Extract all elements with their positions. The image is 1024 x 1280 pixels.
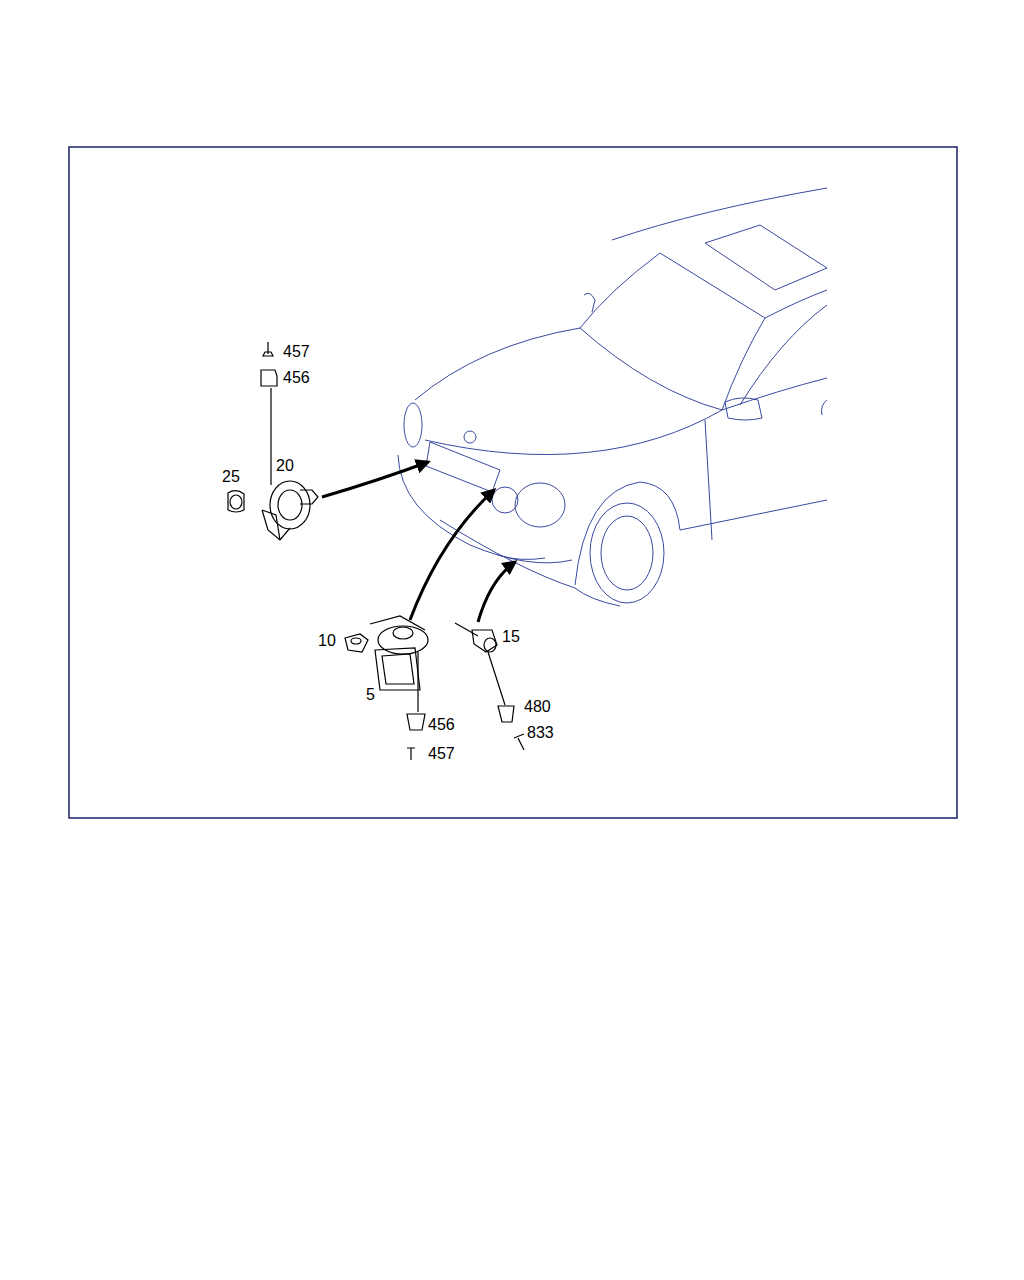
callout-number: 15: [502, 628, 520, 646]
callout-number: 456: [428, 716, 455, 734]
callout-number: 457: [428, 745, 455, 763]
callout-number: 20: [276, 457, 294, 475]
callout-number: 457: [283, 343, 310, 361]
callout-number: 5: [366, 686, 375, 704]
callout-number: 25: [222, 468, 240, 486]
callout-number: 456: [283, 369, 310, 387]
parts: [228, 342, 524, 760]
location-arrows: [322, 462, 515, 622]
car-outline: [398, 188, 827, 606]
callout-number: 833: [527, 724, 554, 742]
callout-number: 10: [318, 632, 336, 650]
callout-number: 480: [524, 698, 551, 716]
frame: [69, 147, 957, 818]
